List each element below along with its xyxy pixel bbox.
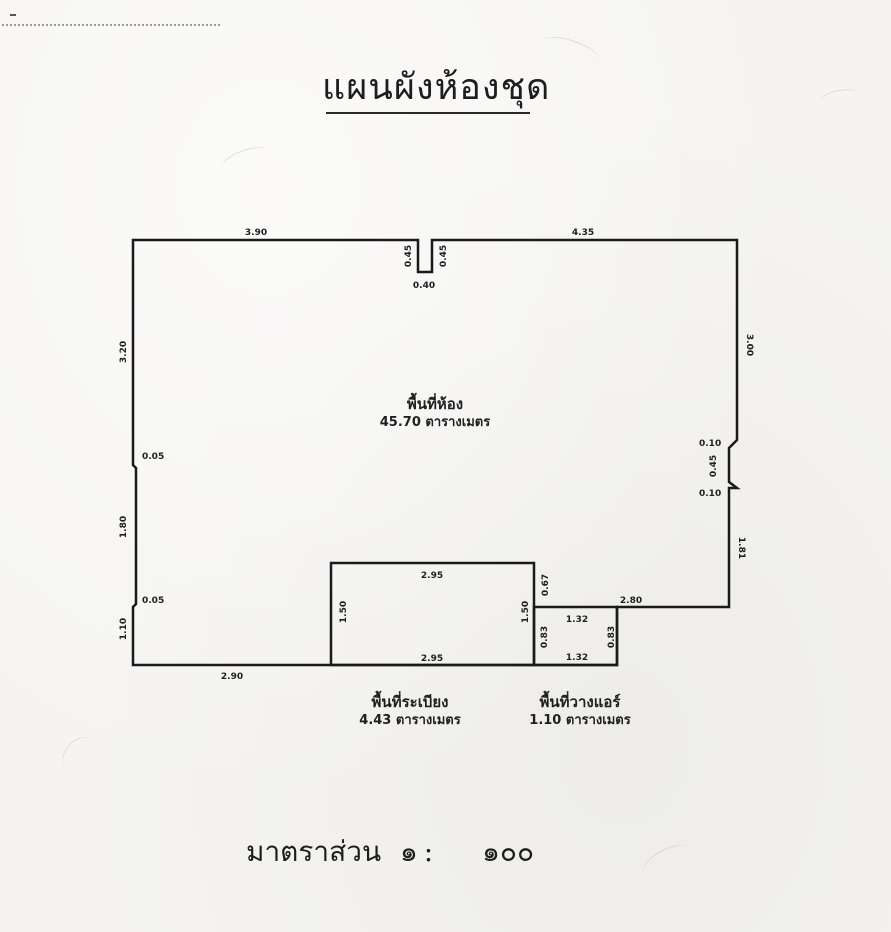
scale-right: ๑๐๐ — [482, 835, 535, 868]
dim-top-left: 3.90 — [245, 228, 267, 238]
scale-text: มาตราส่วน — [246, 835, 382, 868]
scale-left: ๑ — [399, 835, 418, 868]
scale-label: มาตราส่วน ๑: ๑๐๐ — [246, 830, 544, 874]
dim-left-jog-upper: 0.05 — [142, 452, 164, 462]
dim-right-lower: 1.81 — [736, 537, 746, 559]
dim-balcony-top: 2.95 — [421, 571, 443, 581]
dim-left-jog-lower: 0.05 — [142, 596, 164, 606]
dim-bottom-left: 2.90 — [221, 672, 243, 682]
dim-right-jog-bottom: 0.10 — [699, 489, 721, 499]
dim-notch-right: 0.45 — [439, 245, 449, 267]
dim-aircon-top: 1.32 — [566, 615, 588, 625]
dim-right-upper: 3.00 — [744, 334, 754, 356]
dim-aircon-bottom: 1.32 — [566, 653, 588, 663]
dim-left-upper: 3.20 — [119, 341, 129, 363]
room-area-label: พื้นที่ห้อง 45.70 ตารางเมตร — [340, 394, 530, 432]
dim-balcony-left: 1.50 — [339, 601, 349, 623]
dim-balcony-right: 1.50 — [521, 601, 531, 623]
header-mark — [10, 14, 16, 16]
room-area-value: 45.70 ตารางเมตร — [379, 415, 491, 430]
dim-balcony-right-upper: 0.67 — [541, 574, 551, 596]
aircon-area-value: 1.10 ตารางเมตร — [529, 713, 631, 728]
aircon-area-label: พื้นที่วางแอร์ 1.10 ตารางเมตร — [500, 692, 660, 730]
dotted-header-line — [2, 24, 220, 28]
room-area-name: พื้นที่ห้อง — [406, 395, 464, 413]
dim-aircon-left: 0.83 — [540, 626, 550, 648]
aircon-area-name: พื้นที่วางแอร์ — [539, 693, 621, 711]
dim-balcony-bottom: 2.95 — [421, 654, 443, 664]
dim-right-bottom-step: 2.80 — [620, 596, 642, 606]
balcony-area-label: พื้นที่ระเบียง 4.43 ตารางเมตร — [330, 692, 490, 730]
dim-notch-left: 0.45 — [404, 245, 414, 267]
dim-left-lower: 1.10 — [119, 618, 129, 640]
page-title: แผนผังห้องชุด — [322, 67, 551, 108]
dim-right-jog-top: 0.10 — [699, 439, 721, 449]
balcony-area-value: 4.43 ตารางเมตร — [359, 713, 461, 728]
balcony-area-name: พื้นที่ระเบียง — [371, 693, 449, 711]
dim-top-right: 4.35 — [572, 228, 594, 238]
dim-left-middle: 1.80 — [119, 516, 129, 538]
room-outline — [131, 238, 741, 667]
dim-right-recess: 0.45 — [709, 455, 719, 477]
aircon-outline — [532, 605, 619, 667]
dim-notch-width: 0.40 — [413, 281, 435, 291]
title-underline — [326, 112, 530, 114]
dim-aircon-right: 0.83 — [607, 626, 617, 648]
scale-separator: : — [423, 835, 434, 868]
